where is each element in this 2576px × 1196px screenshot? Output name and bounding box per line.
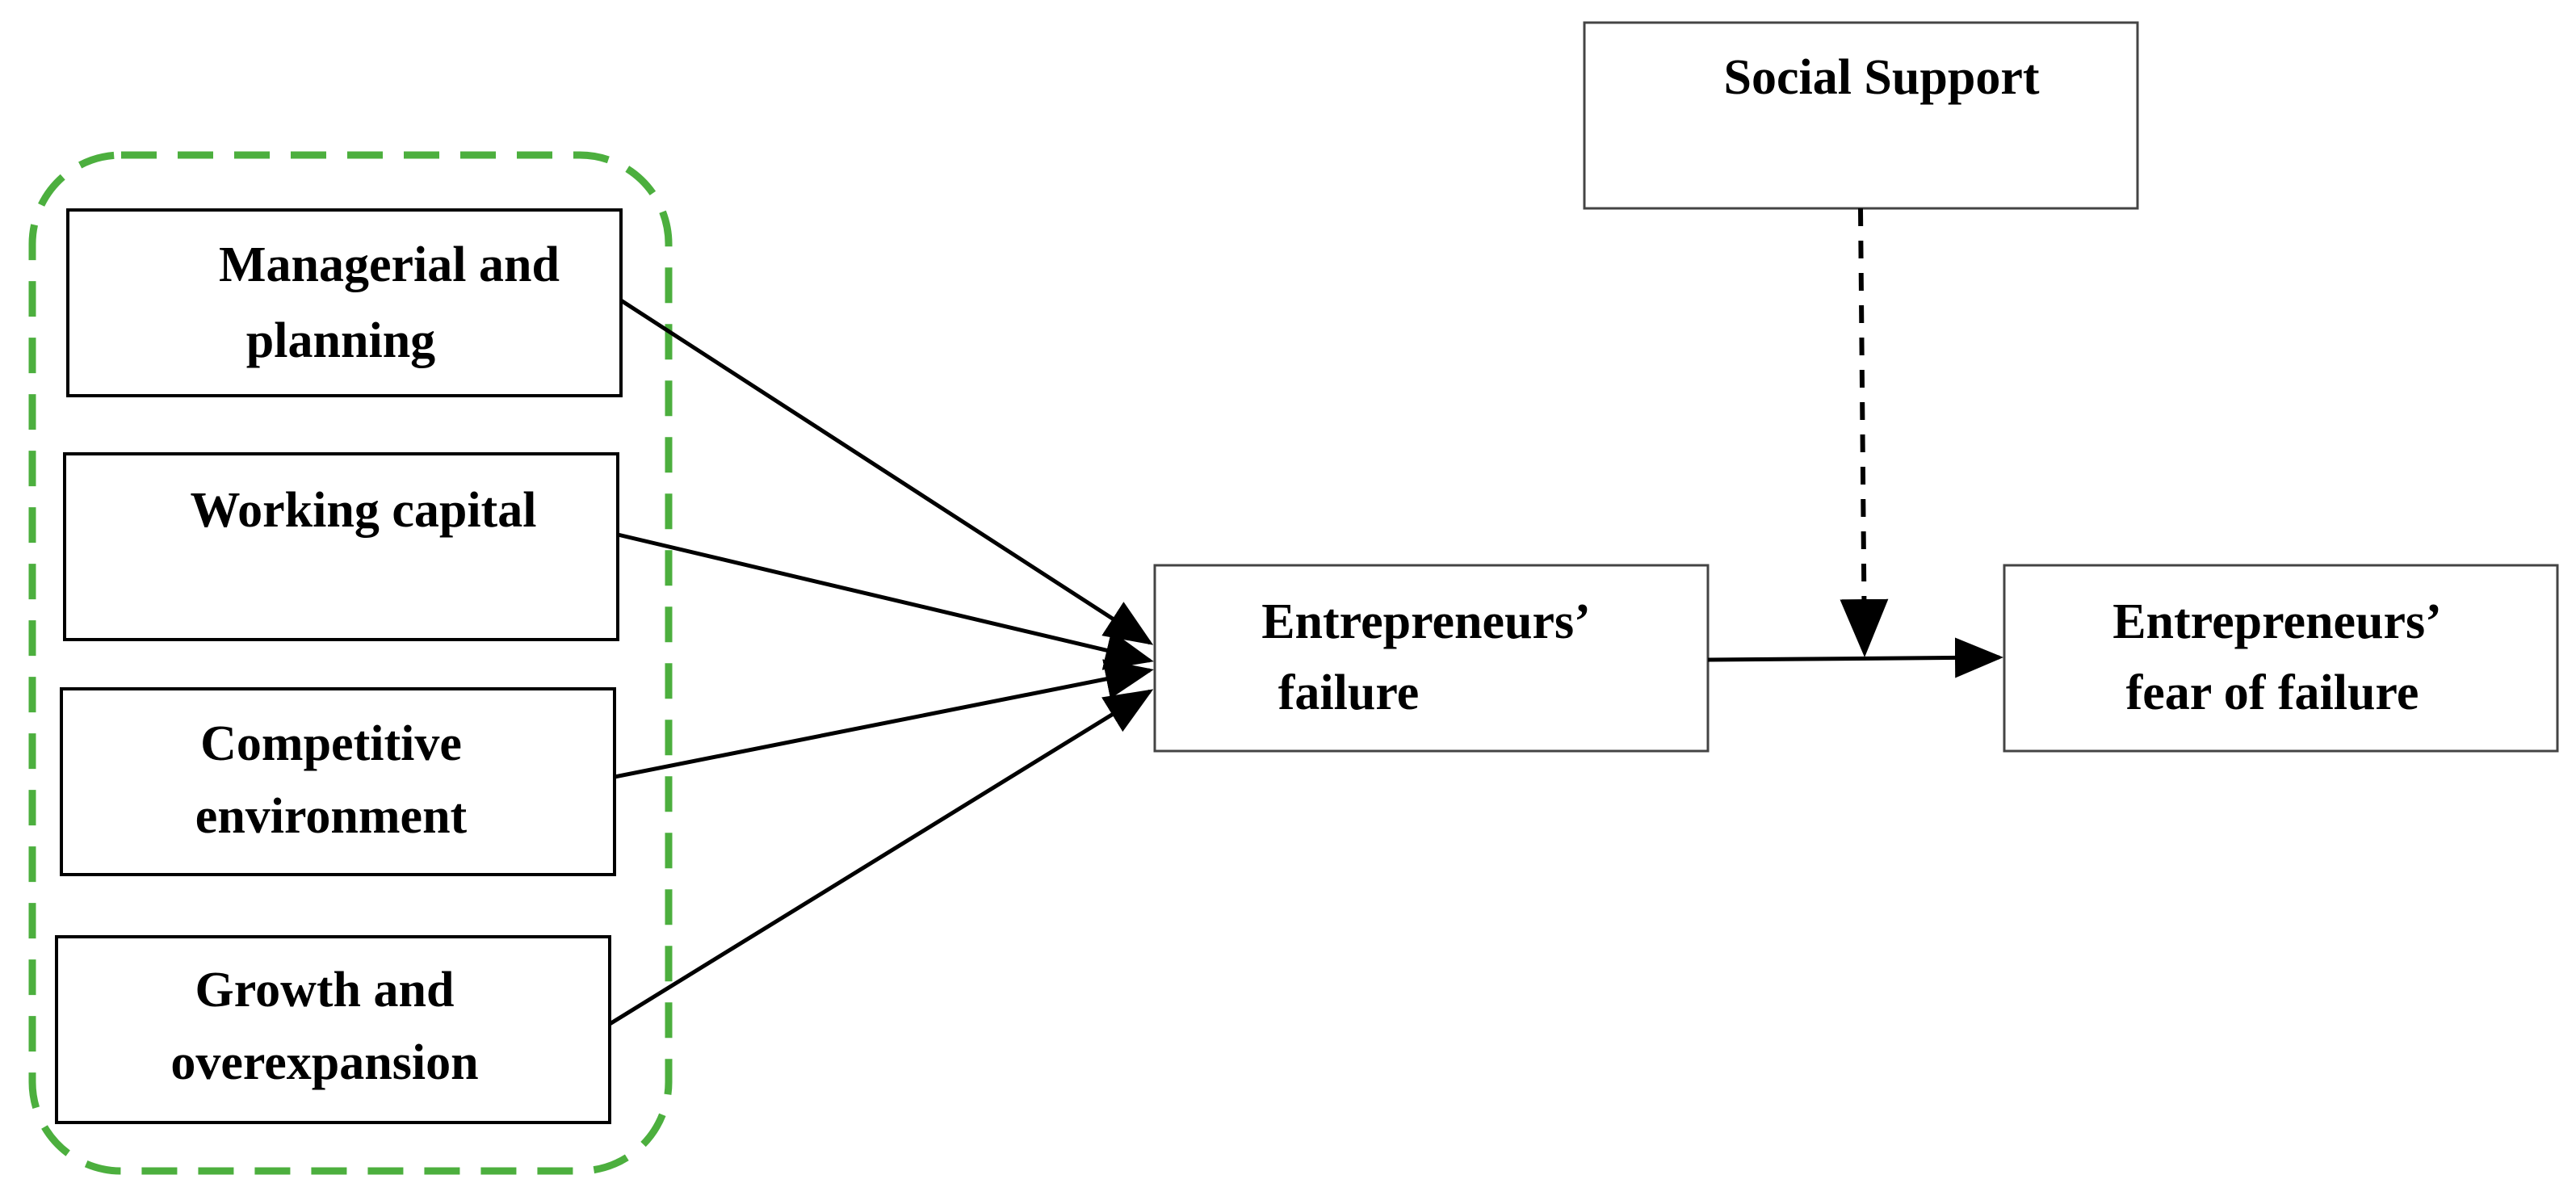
- arrow-competitive-to-failure: [614, 659, 1154, 779]
- predictor-label-line1: Working capital: [191, 483, 537, 538]
- arrow-growth-to-failure: [608, 689, 1154, 1026]
- predictors-group-outline: [28, 151, 673, 1175]
- outcome-box-fear-of-failure: Entrepreneurs’ fear of failure: [2003, 564, 2559, 753]
- mediator-label-line2: failure: [1278, 665, 1420, 720]
- arrow-working-capital-to-failure: [617, 532, 1154, 670]
- moderator-box-social-support: Social Support: [1583, 21, 2139, 210]
- arrow-managerial-to-failure: [619, 298, 1154, 645]
- outcome-label-line1: Entrepreneurs’: [2112, 594, 2442, 649]
- predictor-box-managerial-planning: Managerial and planning: [66, 208, 623, 397]
- mediator-label-line1: Entrepreneurs’: [1261, 594, 1591, 649]
- predictor-label-line2: overexpansion: [170, 1035, 478, 1090]
- predictor-label-line1: Competitive: [200, 716, 462, 771]
- predictor-label-line2: environment: [195, 789, 468, 844]
- moderator-label: Social Support: [1723, 50, 2039, 105]
- predictor-label-line1: Managerial and: [219, 237, 560, 292]
- predictor-label-line2: planning: [246, 313, 435, 368]
- mediator-box-entrepreneurs-failure: Entrepreneurs’ failure: [1153, 564, 1710, 753]
- predictor-box-growth-overexpansion: Growth and overexpansion: [55, 935, 611, 1124]
- outcome-label-line2: fear of failure: [2126, 665, 2419, 720]
- arrow-failure-to-fear: [1707, 637, 2003, 678]
- predictor-box-working-capital: Working capital: [63, 452, 619, 641]
- predictor-box-competitive-environment: Competitive environment: [60, 687, 616, 876]
- predictor-label-line1: Growth and: [195, 963, 455, 1018]
- arrow-social-support-moderation: [1840, 208, 1889, 657]
